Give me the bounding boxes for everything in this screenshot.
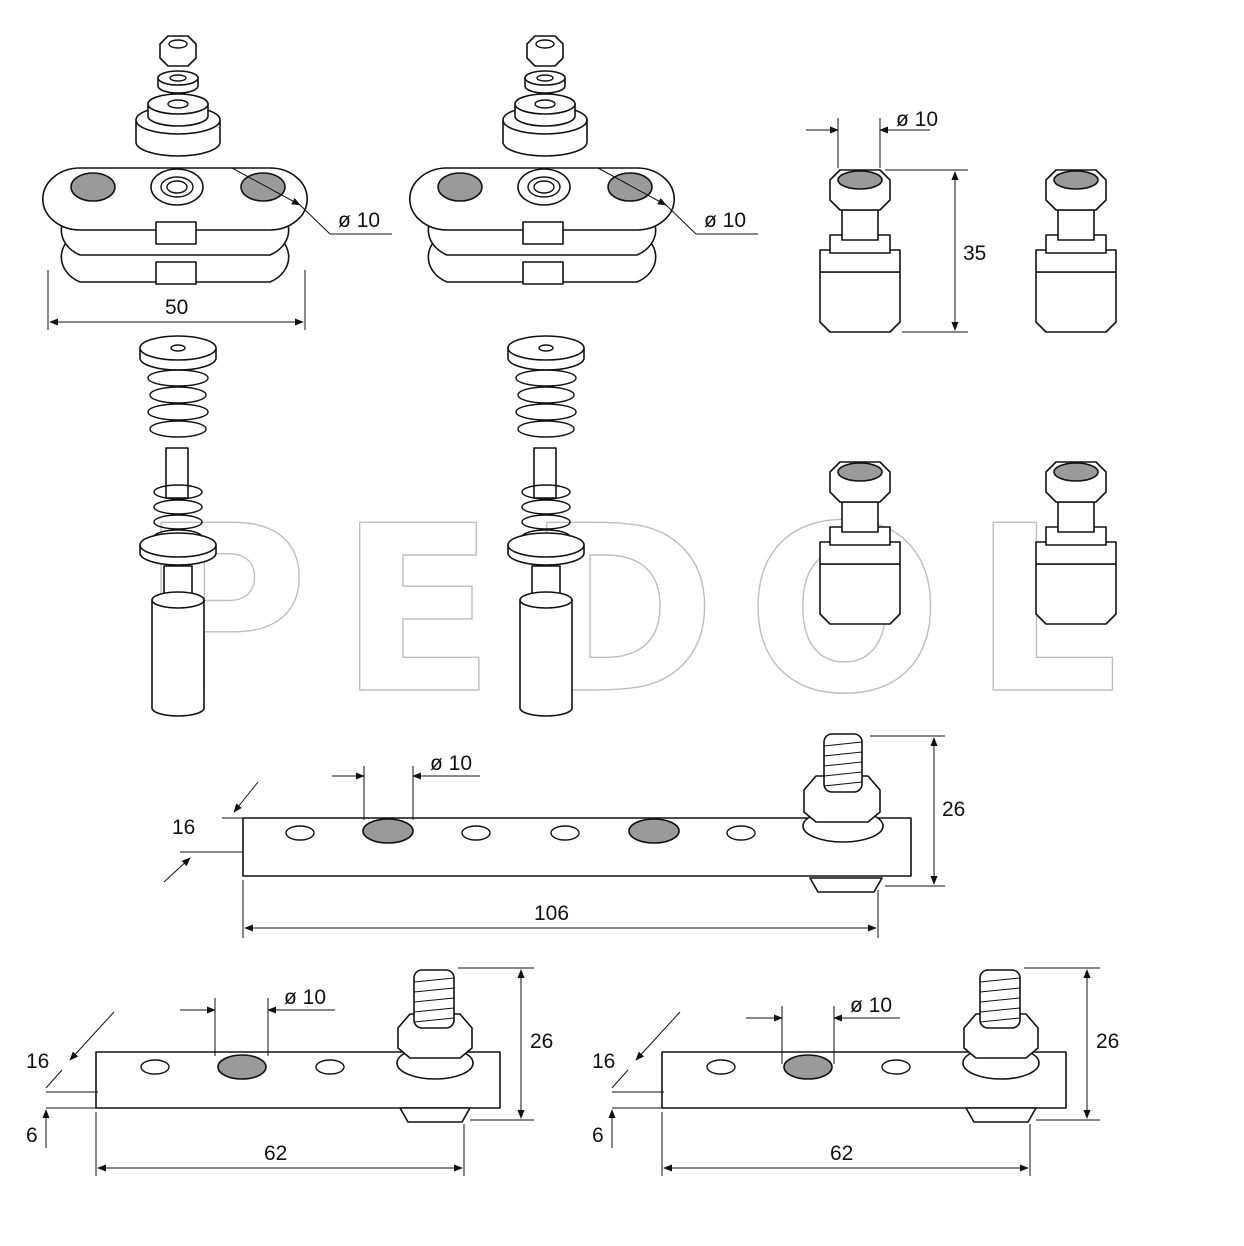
dim-short-left-height: 26 (458, 967, 553, 1121)
dim-plate-right-dia: ø 10 (597, 167, 758, 235)
short-right-dia-label: ø 10 (850, 994, 892, 1017)
plate-right-dia-label: ø 10 (704, 209, 746, 232)
long-plate-height-label: 26 (942, 798, 965, 821)
plate-left-dia-label: ø 10 (338, 209, 380, 232)
dim-short-left-dia: ø 10 (180, 986, 335, 1056)
dim-short-right-thickness: 6 (592, 1109, 616, 1148)
short-right-width-label: 16 (592, 1050, 615, 1073)
dim-short-right-dia: ø 10 (746, 994, 900, 1064)
dim-short-right-length: 62 (661, 1112, 1031, 1176)
short-plate-right (661, 969, 1067, 1123)
long-plate-dia-label: ø 10 (430, 752, 472, 775)
dim-long-plate-height: 26 (870, 735, 965, 887)
hex-bolt-3 (819, 461, 901, 625)
short-left-thickness-label: 6 (26, 1124, 38, 1147)
dim-short-left-width: 16 (26, 1011, 115, 1109)
hex-bolt-2 (1035, 169, 1117, 333)
dim-short-right-height: 26 (1024, 967, 1119, 1121)
bolt-height-label: 35 (963, 242, 986, 265)
short-right-thickness-label: 6 (592, 1124, 604, 1147)
dim-plate-width: 50 (47, 270, 306, 330)
long-plate (242, 733, 912, 893)
dim-long-plate-dia: ø 10 (332, 752, 480, 820)
short-right-length-label: 62 (830, 1142, 853, 1165)
dim-short-left-thickness: 6 (26, 1109, 50, 1148)
dim-bolt-dia: ø 10 (806, 108, 938, 168)
hex-bolt-4 (1035, 461, 1117, 625)
bolt-dia-label: ø 10 (896, 108, 938, 131)
long-plate-width-label: 16 (172, 816, 195, 839)
short-right-height-label: 26 (1096, 1030, 1119, 1053)
dim-long-plate-width: 16 (163, 781, 300, 883)
dim-bolt-height: 35 (885, 169, 986, 333)
pivot-plate-left (41, 35, 309, 285)
short-left-height-label: 26 (530, 1030, 553, 1053)
watermark-text: PEDOL (140, 478, 1149, 745)
plate-width-label: 50 (165, 296, 188, 319)
long-plate-length-label: 106 (534, 902, 569, 925)
dim-short-left-length: 62 (95, 1112, 465, 1176)
short-left-length-label: 62 (264, 1142, 287, 1165)
short-left-width-label: 16 (26, 1050, 49, 1073)
dim-plate-left-dia: ø 10 (231, 167, 392, 235)
dim-long-plate-length: 106 (242, 880, 879, 938)
pivot-plate-right (408, 35, 676, 285)
short-left-dia-label: ø 10 (284, 986, 326, 1009)
hex-bolt-1 (819, 169, 901, 333)
dim-short-right-width: 16 (592, 1011, 681, 1109)
